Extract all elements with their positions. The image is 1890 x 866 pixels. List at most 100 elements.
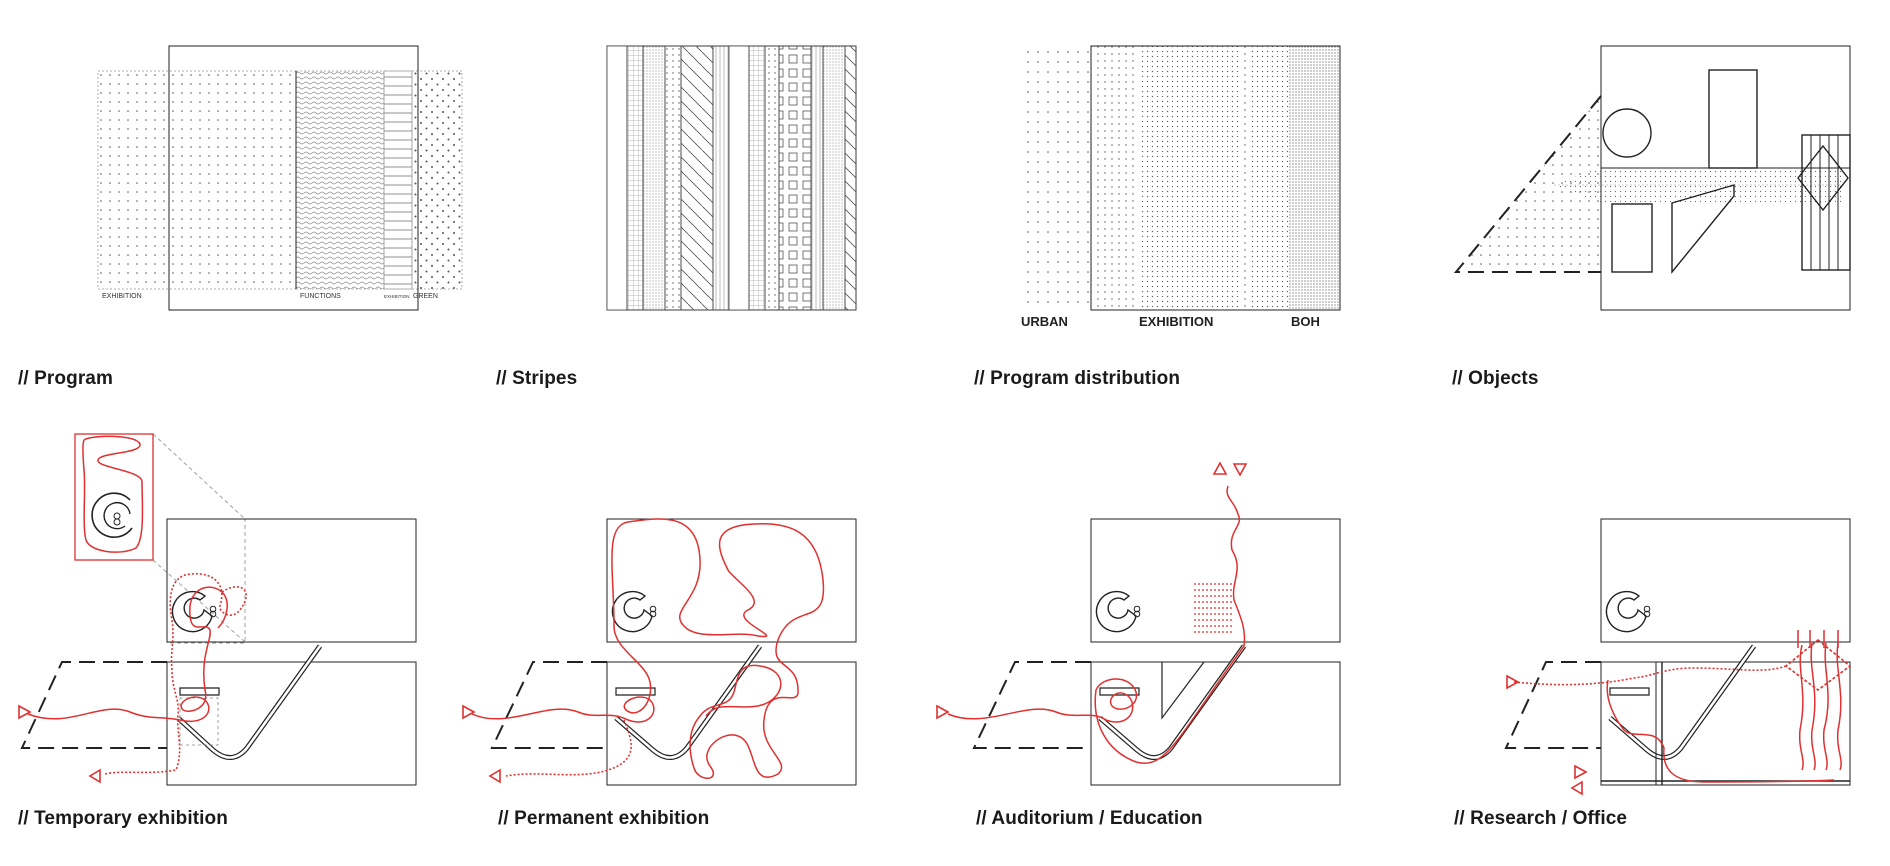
panel-title: // Auditorium / Education: [976, 808, 1203, 829]
stripe: [606, 45, 628, 311]
exit-arrow: [88, 768, 101, 784]
auditorium-wedge: [1161, 661, 1205, 720]
panel-title: // Permanent exhibition: [498, 808, 710, 829]
research-office-diagram: [1504, 518, 1852, 796]
triangle-object: [1671, 184, 1735, 274]
route-office: [1606, 679, 1835, 783]
zone-exhibition-sparse: [1091, 46, 1139, 310]
panel-title: // Program: [18, 368, 113, 389]
upper-volume: [1600, 45, 1851, 169]
circle-object: [1602, 108, 1652, 158]
upper-volume: [1600, 518, 1851, 643]
program-diagram: EXHIBITION FUNCTIONS EXHIBITION GREEN: [97, 45, 463, 311]
stripe: [764, 45, 780, 311]
zone-functions: [295, 70, 385, 290]
stripe: [844, 45, 857, 311]
temporary-exhibition-diagram: [18, 433, 417, 786]
zone-transition: [1239, 46, 1249, 310]
label-exhibition: EXHIBITION: [1139, 314, 1213, 329]
stripe: [642, 45, 666, 311]
route-out: [505, 719, 632, 777]
route-loop: [947, 485, 1246, 764]
stripes-diagram: [606, 45, 857, 311]
zone-boh: [1289, 46, 1340, 310]
panel-stripes: // Stripes: [478, 10, 950, 410]
spiral-object: [171, 590, 213, 633]
panel-permanent-exhibition: // Permanent exhibition: [438, 430, 910, 866]
striped-block: [1801, 134, 1851, 271]
arrow-up: [1212, 461, 1228, 475]
objects-diagram: [1453, 45, 1851, 311]
bench-object: [1099, 687, 1140, 696]
panel-auditorium-education: // Auditorium / Education: [916, 430, 1388, 866]
panel-research-office: // Research / Office: [1394, 430, 1866, 866]
stripe: [626, 45, 644, 311]
lower-volume: [606, 661, 857, 786]
label-green: GREEN: [413, 293, 438, 300]
distribution-diagram: URBAN EXHIBITION BOH: [1019, 45, 1341, 329]
panel-program: EXHIBITION FUNCTIONS EXHIBITION GREEN //…: [0, 10, 472, 410]
label-urban: URBAN: [1021, 314, 1068, 329]
entry-arrow-2: [1574, 764, 1588, 780]
diamond-object: [1784, 638, 1852, 691]
arrow-down: [1232, 463, 1248, 477]
stripe: [712, 45, 730, 311]
zone-transition-dense: [1249, 46, 1289, 310]
forecourt-dashed: [972, 661, 1091, 749]
panel-title: // Stripes: [496, 368, 578, 389]
wedge-outline-dashed: [1453, 95, 1602, 273]
upper-volume: [166, 518, 417, 643]
stripe: [810, 45, 824, 311]
inset-route: [82, 435, 144, 553]
rect-object-tall: [1708, 69, 1758, 169]
entry-arrow: [18, 704, 32, 720]
lower-volume: [166, 661, 417, 786]
spiral-object: [611, 590, 653, 633]
zone-small-exhibition: [383, 70, 413, 290]
inset-spiral: [91, 492, 133, 538]
stripe: [664, 45, 682, 311]
panel-title: // Research / Office: [1454, 808, 1628, 829]
zone-green: [411, 70, 463, 290]
site-outline: [168, 45, 419, 311]
route-loop: [471, 518, 825, 779]
stripe: [778, 45, 812, 311]
forecourt-dashed: [20, 661, 167, 749]
label-functions: FUNCTIONS: [300, 293, 341, 300]
bench-object: [615, 687, 656, 696]
stripe: [748, 45, 766, 311]
bench-object: [1609, 687, 1650, 696]
route-in: [1513, 665, 1787, 686]
exit-arrow: [1570, 780, 1583, 796]
stripe: [728, 45, 750, 311]
panel-program-distribution: URBAN EXHIBITION BOH // Program distribu…: [956, 10, 1428, 410]
permanent-exhibition-diagram: [462, 518, 857, 786]
spiral-object: [1605, 590, 1647, 633]
panel-title: // Temporary exhibition: [18, 808, 228, 829]
panel-title: // Objects: [1452, 368, 1539, 389]
rect-object-small: [1611, 203, 1653, 273]
bench-object: [179, 687, 220, 696]
entry-arrow: [936, 704, 950, 720]
forecourt-dashed: [490, 661, 607, 749]
label-exhibition: EXHIBITION: [102, 293, 142, 300]
research-routes: [1798, 642, 1842, 771]
seating-rows: [1194, 583, 1234, 633]
auditorium-education-diagram: [936, 461, 1341, 786]
upper-volume: [1090, 518, 1341, 643]
stripe: [822, 45, 846, 311]
upper-volume: [606, 518, 857, 643]
spiral-object: [1095, 590, 1137, 633]
zone-exhibition: [97, 70, 297, 290]
entry-arrow: [1506, 674, 1520, 690]
panel-title: // Program distribution: [974, 368, 1181, 389]
panel-objects: // Objects: [1434, 10, 1890, 410]
ramp-object: [1608, 644, 1757, 760]
entry-arrow: [462, 704, 476, 720]
ramp-object: [176, 644, 323, 760]
zone-exhibition: [1139, 46, 1239, 310]
zoom-line: [152, 433, 246, 520]
forecourt-dashed: [1504, 661, 1601, 749]
route-out: [104, 573, 247, 775]
